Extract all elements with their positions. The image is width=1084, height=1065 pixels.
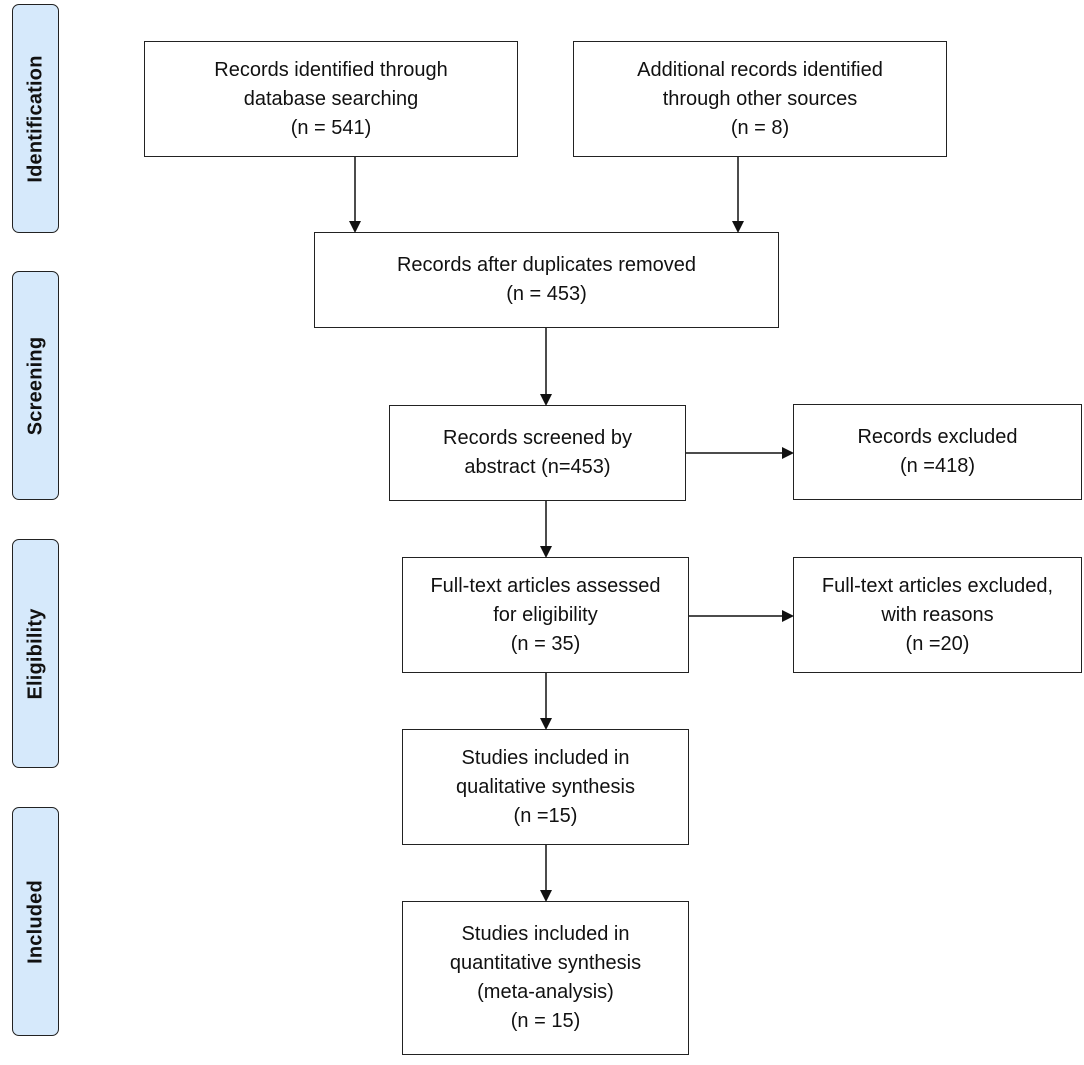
- box-line: (meta-analysis): [477, 981, 614, 1003]
- box-line: (n =15): [513, 804, 578, 827]
- box-line: Studies included in: [461, 746, 630, 769]
- box-line: Records excluded: [857, 426, 1018, 448]
- box-line: (n = 15): [510, 1010, 581, 1032]
- box-line: (n =20): [905, 632, 970, 655]
- box-line: (n = 541): [290, 116, 372, 139]
- box-line: Records screened by: [443, 427, 632, 449]
- box-line: quantitative synthesis: [449, 952, 642, 974]
- fulltext-excluded-box: Full-text articles excluded, with reason…: [793, 557, 1082, 673]
- box-line: Additional records identified: [637, 58, 883, 81]
- stage-identification: Identification: [12, 4, 59, 233]
- box-line: (n =418): [899, 455, 976, 477]
- records-excluded-box: Records excluded (n =418): [793, 404, 1082, 500]
- database-records-box: Records identified through database sear…: [144, 41, 518, 157]
- box-line: Records identified through: [214, 58, 448, 81]
- box-line: (n = 453): [506, 283, 587, 305]
- box-line: (n = 35): [510, 632, 581, 655]
- box-line: abstract (n=453): [464, 456, 611, 478]
- stage-included: Included: [12, 807, 59, 1036]
- box-line: Records after duplicates removed: [396, 254, 697, 276]
- box-line: with reasons: [881, 603, 994, 626]
- box-line: through other sources: [662, 87, 858, 110]
- box-line: Full-text articles excluded,: [821, 574, 1054, 597]
- box-line: Full-text articles assessed: [430, 574, 661, 597]
- stage-screening: Screening: [12, 271, 59, 500]
- quantitative-synthesis-box: Studies included in quantitative synthes…: [402, 901, 689, 1055]
- box-line: Studies included in: [461, 923, 630, 945]
- duplicates-removed-box: Records after duplicates removed (n = 45…: [314, 232, 779, 328]
- box-line: database searching: [243, 87, 419, 110]
- other-sources-box: Additional records identified through ot…: [573, 41, 947, 157]
- box-line: qualitative synthesis: [456, 775, 635, 798]
- fulltext-assessed-box: Full-text articles assessed for eligibil…: [402, 557, 689, 673]
- box-line: for eligibility: [493, 603, 598, 626]
- box-line: (n = 8): [730, 116, 790, 139]
- qualitative-synthesis-box: Studies included in qualitative synthesi…: [402, 729, 689, 845]
- screened-box: Records screened by abstract (n=453): [389, 405, 686, 501]
- stage-eligibility: Eligibility: [12, 539, 59, 768]
